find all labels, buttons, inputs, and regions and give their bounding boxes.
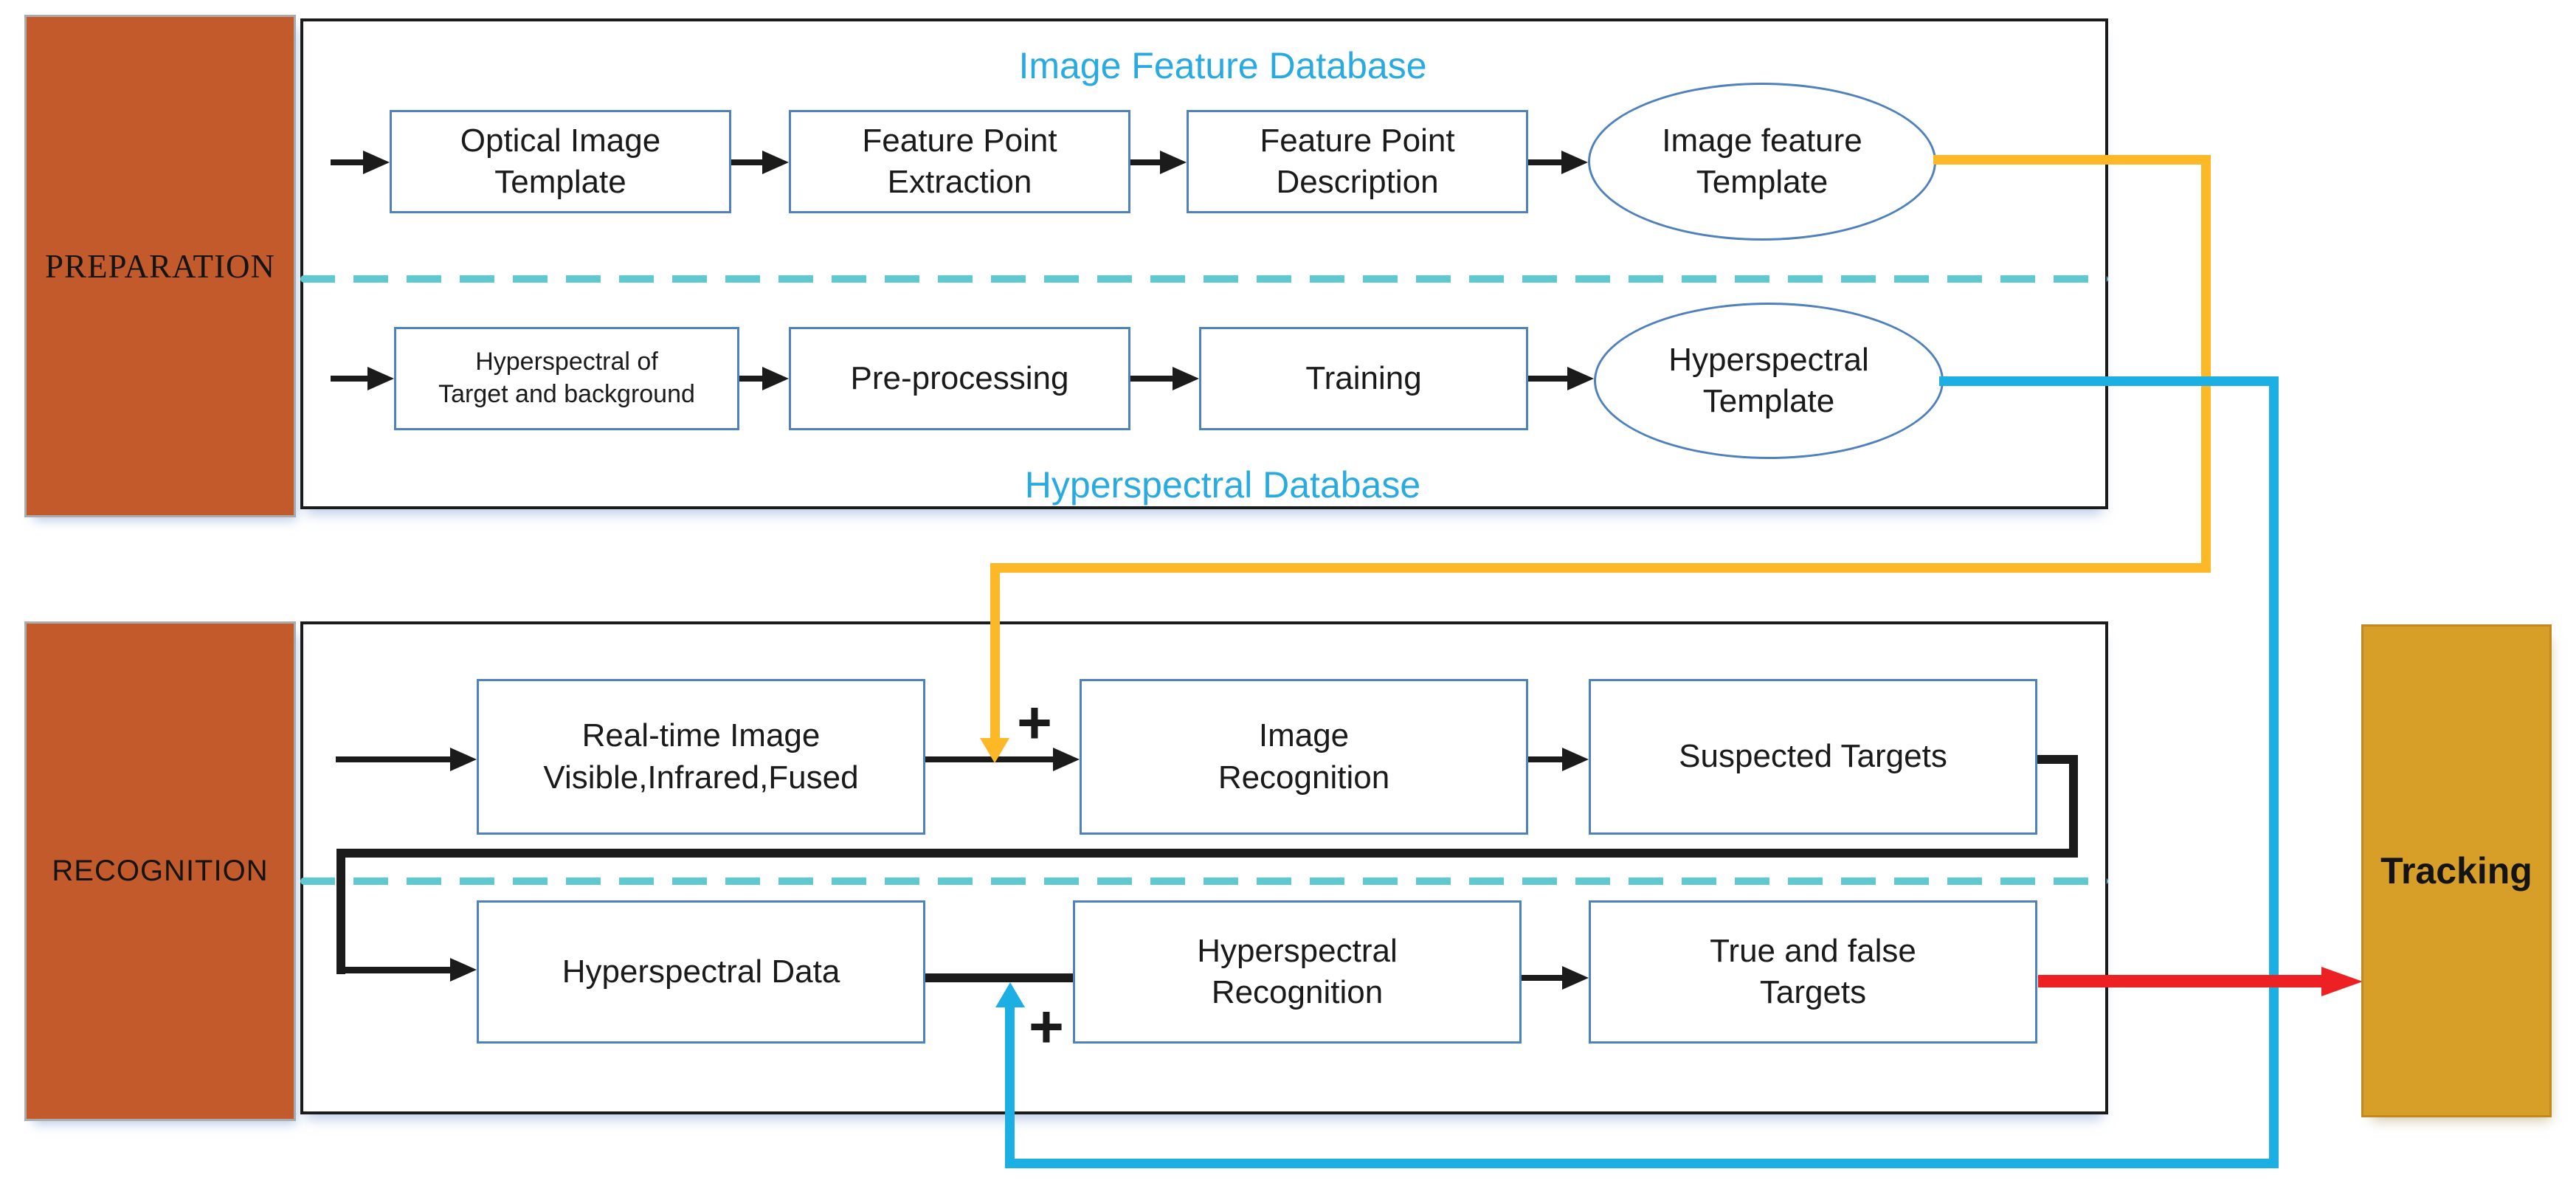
arrow-realtime-to-imagerec-head (1053, 748, 1080, 771)
arrow-imagerec-to-suspected-shaft (1528, 756, 1565, 762)
return-path-down-segment (2069, 755, 2078, 858)
arrow-into-hyperdata-shaft (336, 967, 453, 973)
arrow-training-to-template-head (1567, 367, 1594, 390)
preparation-dashed-divider (300, 275, 2108, 283)
red-arrow-shaft (2038, 975, 2321, 987)
tracking-label: Tracking (2380, 850, 2532, 892)
arrow-optical-to-fpe-head (762, 151, 789, 174)
arrow-hyperrec-to-truefalse-shaft (1522, 975, 1565, 981)
arrow-fpd-to-template-shaft (1528, 159, 1564, 165)
image-feature-database-title: Image Feature Database (1018, 45, 1427, 86)
arrow-fpe-to-fpd-head (1160, 151, 1187, 174)
recognition-sidebar: RECOGNITION (24, 621, 296, 1121)
arrow-pre-to-training-head (1173, 367, 1199, 390)
arrow-pre-to-training-shaft (1130, 376, 1175, 382)
node-optical-image-template: Optical Image Template (390, 110, 731, 213)
arrow-hyperrec-to-truefalse-head (1562, 966, 1589, 990)
orange-connector-mid-horizontal (990, 563, 2211, 573)
node-pre-processing: Pre-processing (789, 327, 1130, 430)
return-path-left-down-segment (336, 849, 345, 974)
blue-connector-right-vertical (2269, 376, 2279, 1168)
arrow-hypersrc-to-pre-head (762, 367, 789, 390)
recognition-stage-box (300, 621, 2108, 1114)
arrow-into-realtime-shaft (336, 756, 453, 762)
node-feature-point-description: Feature Point Description (1187, 110, 1528, 213)
preparation-sidebar: PREPARATION (24, 15, 296, 517)
node-true-false-targets: True and false Targets (1589, 900, 2037, 1044)
arrow-optical-to-fpe-shaft (731, 159, 765, 165)
arrow-into-hypersrc-head (367, 367, 394, 390)
arrow-training-to-template-shaft (1528, 376, 1570, 382)
link-hyperdata-to-hyperrec (925, 973, 1073, 982)
orange-connector-right-vertical (2201, 155, 2211, 573)
fusion-plus-top: + (1017, 689, 1052, 756)
node-realtime-image: Real-time Image Visible,Infrared,Fused (477, 679, 925, 835)
node-feature-point-extraction: Feature Point Extraction (789, 110, 1130, 213)
arrow-into-optical-shaft (331, 159, 366, 165)
arrow-into-optical-head (363, 151, 390, 174)
orange-connector-down-vertical (990, 563, 1000, 740)
return-path-horizontal-segment (336, 849, 2078, 858)
blue-connector-arrowhead (995, 982, 1025, 1007)
fusion-plus-bottom: + (1029, 993, 1064, 1061)
orange-connector-arrowhead (980, 738, 1009, 763)
arrow-into-realtime-head (450, 748, 477, 771)
orange-connector-top-horizontal (1933, 155, 2211, 165)
arrow-into-hypersrc-shaft (331, 376, 370, 382)
preparation-stage-box (300, 18, 2108, 509)
node-image-feature-template: Image feature Template (1588, 83, 1936, 241)
node-hyperspectral-template: Hyperspectral Template (1594, 303, 1944, 459)
node-hyperspectral-source: Hyperspectral of Target and background (394, 327, 739, 430)
node-image-recognition: Image Recognition (1080, 679, 1528, 835)
preparation-label: PREPARATION (45, 247, 275, 285)
recognition-label: RECOGNITION (52, 855, 269, 887)
arrow-imagerec-to-suspected-head (1562, 748, 1589, 771)
recognition-dashed-divider (300, 877, 2108, 885)
node-training: Training (1199, 327, 1528, 430)
node-suspected-targets: Suspected Targets (1589, 679, 2037, 835)
arrow-into-hyperdata-head (450, 958, 477, 982)
arrow-fpd-to-template-head (1561, 151, 1588, 174)
return-path-exit-segment (2037, 755, 2078, 764)
arrow-hypersrc-to-pre-shaft (739, 376, 765, 382)
node-hyperspectral-data: Hyperspectral Data (477, 900, 925, 1044)
blue-connector-top-horizontal (1939, 376, 2279, 386)
blue-connector-up-vertical (1005, 1007, 1015, 1159)
red-arrow-head (2321, 967, 2363, 996)
node-hyperspectral-recognition: Hyperspectral Recognition (1073, 900, 1522, 1044)
hyperspectral-database-title: Hyperspectral Database (1024, 464, 1421, 506)
arrow-fpe-to-fpd-shaft (1130, 159, 1163, 165)
blue-connector-bottom-horizontal (1005, 1159, 2279, 1168)
tracking-box: Tracking (2361, 624, 2552, 1117)
